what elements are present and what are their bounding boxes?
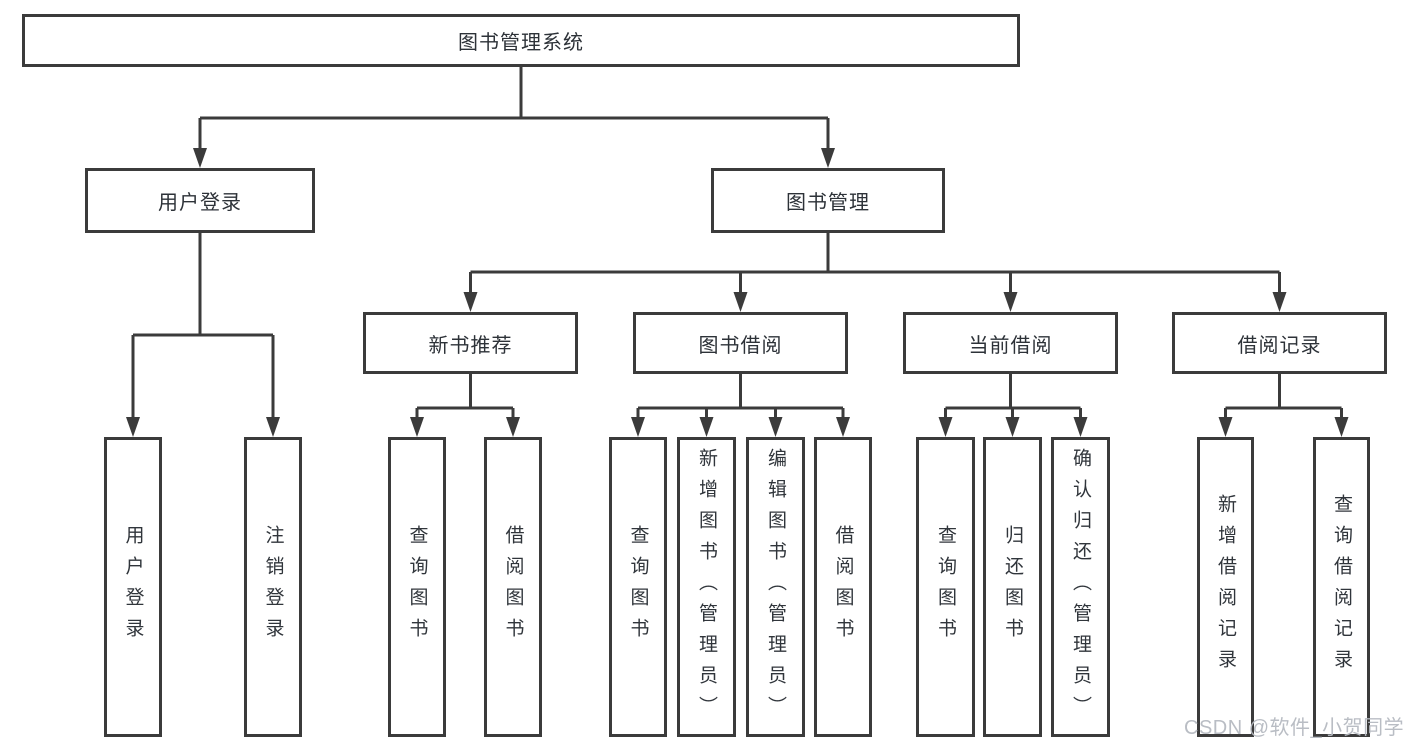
- leaf-edit-book-admin: 编辑图书（管理员）: [746, 437, 805, 737]
- watermark: CSDN @软件_小贺同学: [1184, 717, 1405, 739]
- leaf-logout: 注销登录: [244, 437, 302, 737]
- leaf-query-books-current: 查询图书: [916, 437, 975, 737]
- leaf-query-borrow-record: 查询借阅记录: [1313, 437, 1370, 737]
- leaf-add-borrow-record: 新增借阅记录: [1197, 437, 1254, 737]
- node-user-login: 用户登录: [85, 168, 315, 233]
- node-user-login-label: 用户登录: [158, 192, 242, 214]
- connector-borrowing-records-to-leaves: [1218, 374, 1349, 437]
- leaf-query-borrow-record-label: 查询借阅记录: [1331, 494, 1352, 680]
- node-new-book-recommend-label: 新书推荐: [428, 334, 513, 357]
- leaf-edit-book-admin-label: 编辑图书（管理员）: [765, 447, 786, 727]
- leaf-query-books-current-label: 查询图书: [935, 525, 956, 649]
- node-current-borrowing-label: 当前借阅: [968, 334, 1053, 357]
- leaf-user-login: 用户登录: [104, 437, 162, 737]
- leaf-query-books-borrowing-label: 查询图书: [627, 525, 649, 649]
- connector-user-login-to-leaves: [126, 233, 280, 437]
- connector-new-book-recommend-to-leaves: [410, 374, 520, 437]
- node-book-borrowing-label: 图书借阅: [698, 334, 783, 357]
- leaf-query-books-borrowing: 查询图书: [609, 437, 667, 737]
- leaf-borrow-books-borrowing-label: 借阅图书: [832, 525, 854, 649]
- leaf-borrow-books-recommend-label: 借阅图书: [502, 525, 524, 649]
- leaf-return-books-label: 归还图书: [1002, 525, 1023, 649]
- leaf-query-books-recommend: 查询图书: [388, 437, 446, 737]
- leaf-confirm-return-admin: 确认归还（管理员）: [1051, 437, 1110, 737]
- connector-root-to-level2: [193, 67, 835, 168]
- node-new-book-recommend: 新书推荐: [363, 312, 578, 374]
- leaf-logout-label: 注销登录: [262, 525, 284, 649]
- node-borrowing-records-label: 借阅记录: [1237, 334, 1322, 357]
- node-book-management-label: 图书管理: [786, 192, 870, 214]
- node-root: 图书管理系统: [22, 14, 1020, 67]
- node-borrowing-records: 借阅记录: [1172, 312, 1387, 374]
- node-root-label: 图书管理系统: [458, 32, 584, 54]
- leaf-query-books-recommend-label: 查询图书: [406, 525, 428, 649]
- connector-book-borrowing-to-leaves: [631, 374, 850, 437]
- node-current-borrowing: 当前借阅: [903, 312, 1118, 374]
- leaf-borrow-books-borrowing: 借阅图书: [814, 437, 872, 737]
- leaf-user-login-label: 用户登录: [122, 525, 144, 649]
- leaf-add-book-admin: 新增图书（管理员）: [677, 437, 736, 737]
- leaf-add-borrow-record-label: 新增借阅记录: [1215, 494, 1236, 680]
- leaf-confirm-return-admin-label: 确认归还（管理员）: [1070, 447, 1091, 727]
- leaf-borrow-books-recommend: 借阅图书: [484, 437, 542, 737]
- connector-book-management-to-level3: [463, 233, 1287, 312]
- node-book-borrowing: 图书借阅: [633, 312, 848, 374]
- node-book-management: 图书管理: [711, 168, 945, 233]
- connector-current-borrowing-to-leaves: [938, 374, 1088, 437]
- leaf-return-books: 归还图书: [983, 437, 1042, 737]
- leaf-add-book-admin-label: 新增图书（管理员）: [696, 447, 717, 727]
